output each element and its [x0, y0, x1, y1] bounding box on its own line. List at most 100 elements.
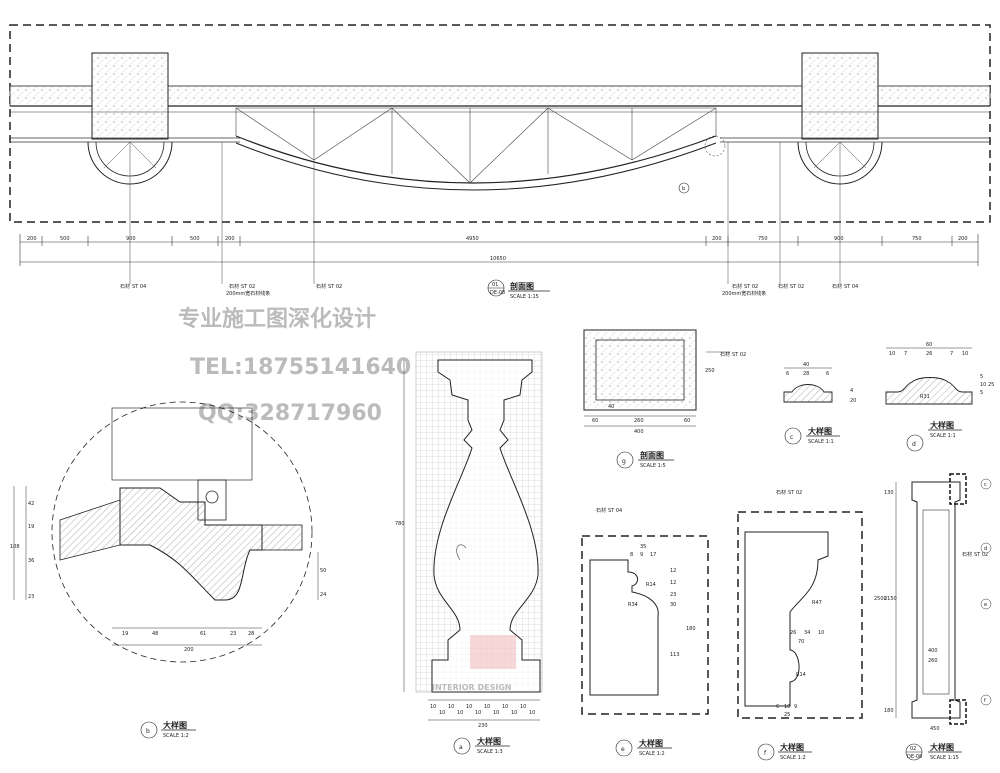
detail-d-dim-10b: 10 [962, 351, 968, 357]
tag-6-code: ST 04 [844, 284, 858, 290]
detail-e-r34: R34 [628, 602, 638, 608]
detail-c-dim-28: 28 [803, 371, 809, 377]
detail-d-side-25: 25 [988, 382, 994, 388]
detail-b: 19 48 61 23 28 200 42 19 36 23 108 50 24… [10, 401, 326, 739]
detail-a-dim-8: 10 [493, 710, 499, 716]
tag-3-code: ST 02 [328, 284, 342, 290]
detail-a-bottom-dims: 10 10 10 10 10 10 10 10 10 10 10 10 [430, 704, 535, 716]
detail-f-dim-10: 10 [818, 630, 824, 636]
detail-e-dim-8: 8 [630, 552, 633, 558]
dim-900-a: 900 [126, 236, 136, 242]
detail-02-dim-2150: 2150 [884, 596, 897, 602]
detail-g-dim-400: 400 [634, 429, 644, 435]
detail-02-callout-f: f [984, 698, 986, 704]
detail-02-number: 02 [910, 746, 916, 752]
detail-g-letter: g [622, 458, 626, 465]
detail-f-r14: R14 [796, 672, 806, 678]
detail-g-dim-60b: 60 [684, 418, 690, 424]
detail-e-dim-12a: 12 [670, 568, 676, 574]
detail-d-dim-26: 26 [926, 351, 932, 357]
detail-b-dim-23: 23 [230, 631, 236, 637]
detail-e-scale: SCALE 1:2 [639, 751, 665, 757]
detail-02-callout-d: d [984, 546, 987, 552]
detail-d-dim-7b: 7 [950, 351, 953, 357]
detail-02-dim-130: 130 [884, 490, 894, 496]
detail-d-dim-10a: 10 [889, 351, 895, 357]
detail-b-right-50: 50 [320, 568, 326, 574]
detail-b-left-108: 108 [10, 544, 20, 550]
detail-a: INTERIOR DESIGN 10 10 10 10 10 10 10 10 … [395, 351, 543, 755]
detail-02-dim-400: 400 [928, 648, 938, 654]
detail-b-left-19: 19 [28, 524, 34, 530]
detail-b-left-42: 42 [28, 501, 34, 507]
detail-a-height: 780 [395, 521, 405, 527]
detail-f-tag-prefix: 石材 [776, 489, 786, 496]
detail-a-dim-4: 10 [457, 710, 463, 716]
detail-e-tag-code: ST 04 [608, 508, 622, 514]
detail-f: 石材 ST 02 R47 R14 26 34 10 70 6 10 9 25 f… [737, 489, 863, 761]
section-01-dashed-frame [9, 24, 991, 223]
detail-c-dim-6b: 6 [826, 371, 829, 377]
dim-500-a: 500 [60, 236, 70, 242]
detail-a-dim-7: 10 [484, 704, 490, 710]
detail-f-profile [744, 531, 829, 707]
column-right [801, 52, 879, 140]
tag-6-prefix: 石材 [832, 283, 842, 290]
detail-d-side-10: 10 [980, 382, 986, 388]
watermark-line-2: TEL:18755141640 [190, 355, 411, 380]
detail-02-scale: SCALE 1:15 [930, 755, 959, 761]
detail-f-dim-26: 26 [790, 630, 796, 636]
detail-e-profile [589, 559, 659, 696]
dim-500-b: 500 [190, 236, 200, 242]
detail-c-profile [783, 384, 833, 403]
detail-02-tag-code: ST 02 [974, 552, 988, 558]
column-left [91, 52, 169, 140]
detail-b-dim-28: 28 [248, 631, 254, 637]
section-01-dimensions: 200 500 900 500 200 4950 200 750 900 750… [19, 234, 979, 266]
watermark-line-3: QQ:328717960 [198, 401, 382, 426]
detail-a-dim-10: 10 [511, 710, 517, 716]
detail-e-frame [581, 535, 709, 715]
detail-c-side-20: 20 [850, 398, 856, 404]
detail-e: 石材 ST 04 35 8 9 17 12 12 23 30 180 113 R… [581, 507, 709, 757]
detail-f-bottom-10: 10 [784, 704, 790, 710]
detail-a-letter: a [459, 744, 463, 751]
detail-c-letter: c [790, 434, 793, 441]
detail-d-side-5b: 5 [980, 390, 983, 396]
detail-f-r47: R47 [812, 600, 822, 606]
detail-f-tag-code: ST 02 [788, 490, 802, 496]
tag-2-prefix: 石材 [229, 283, 239, 290]
tag-2-note: 200mm宽石材线条 [226, 290, 270, 297]
detail-a-width: 230 [478, 723, 488, 729]
detail-e-dim-17: 17 [650, 552, 656, 558]
section-01-tags [129, 142, 841, 284]
detail-b-title: 大样图 [163, 720, 187, 730]
section-01-sheet: DE-08 [490, 290, 505, 296]
detail-f-dim-70: 70 [798, 639, 804, 645]
detail-f-bottom-6: 6 [776, 704, 779, 710]
detail-f-letter: f [764, 750, 767, 757]
tag-1-code: ST 04 [132, 284, 146, 290]
detail-b-left-23: 23 [28, 594, 34, 600]
detail-02-dim-180: 180 [884, 708, 894, 714]
detail-f-dim-34: 34 [804, 630, 810, 636]
detail-e-dim-35: 35 [640, 544, 646, 550]
detail-c-dim-6a: 6 [786, 371, 789, 377]
detail-g-dim-60a: 60 [592, 418, 598, 424]
detail-d-dim-top: 60 [926, 342, 932, 348]
detail-e-title: 大样图 [639, 738, 663, 748]
baluster-profile [431, 359, 541, 693]
callout-label-b: b [682, 186, 685, 192]
detail-b-dim-200: 200 [184, 647, 194, 653]
detail-b-letter: b [146, 728, 150, 735]
section-01-scale: SCALE 1:15 [510, 294, 539, 300]
detail-d-profile [885, 377, 973, 405]
detail-g-dim-260: 260 [634, 418, 644, 424]
detail-d-scale: SCALE 1:1 [930, 433, 956, 439]
detail-b-circle [51, 401, 313, 663]
detail-b-scale: SCALE 1:2 [163, 733, 189, 739]
detail-02-sheet: DE-08 [907, 754, 922, 760]
detail-e-r14: R14 [646, 582, 656, 588]
arch-center [235, 135, 717, 184]
